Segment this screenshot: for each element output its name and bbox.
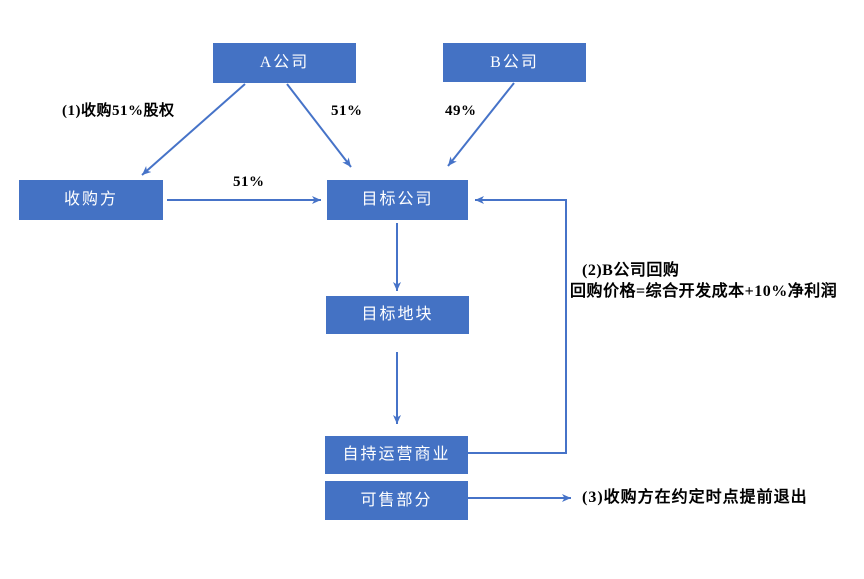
- label-step3-early-exit: (3)收购方在约定时点提前退出: [582, 489, 808, 506]
- label-acquirer-share-51pct: 51%: [233, 174, 265, 190]
- node-acquirer: 收购方: [19, 180, 163, 220]
- arrow-buyback-elbow: [468, 196, 567, 454]
- label-step2-buyback-line2: 回购价格=综合开发成本+10%净利润: [570, 283, 838, 300]
- node-target-land: 目标地块: [326, 296, 469, 334]
- arrow-companyA-to-acquirer: [141, 83, 246, 176]
- node-company-b: B公司: [443, 43, 586, 82]
- arrow-companyB-to-target: [447, 82, 515, 167]
- label-step2-buyback-line1: (2)B公司回购: [582, 262, 680, 279]
- node-sellable-portion: 可售部分: [325, 481, 468, 520]
- node-company-a: A公司: [213, 43, 356, 83]
- arrow-companyA-to-target: [286, 83, 352, 168]
- label-step1-acquire-51pct: (1)收购51%股权: [62, 103, 175, 119]
- node-self-operated-commercial: 自持运营商业: [325, 436, 468, 474]
- node-target-company: 目标公司: [327, 180, 468, 220]
- label-companyA-share-51pct: 51%: [331, 103, 363, 119]
- label-companyB-share-49pct: 49%: [445, 103, 477, 119]
